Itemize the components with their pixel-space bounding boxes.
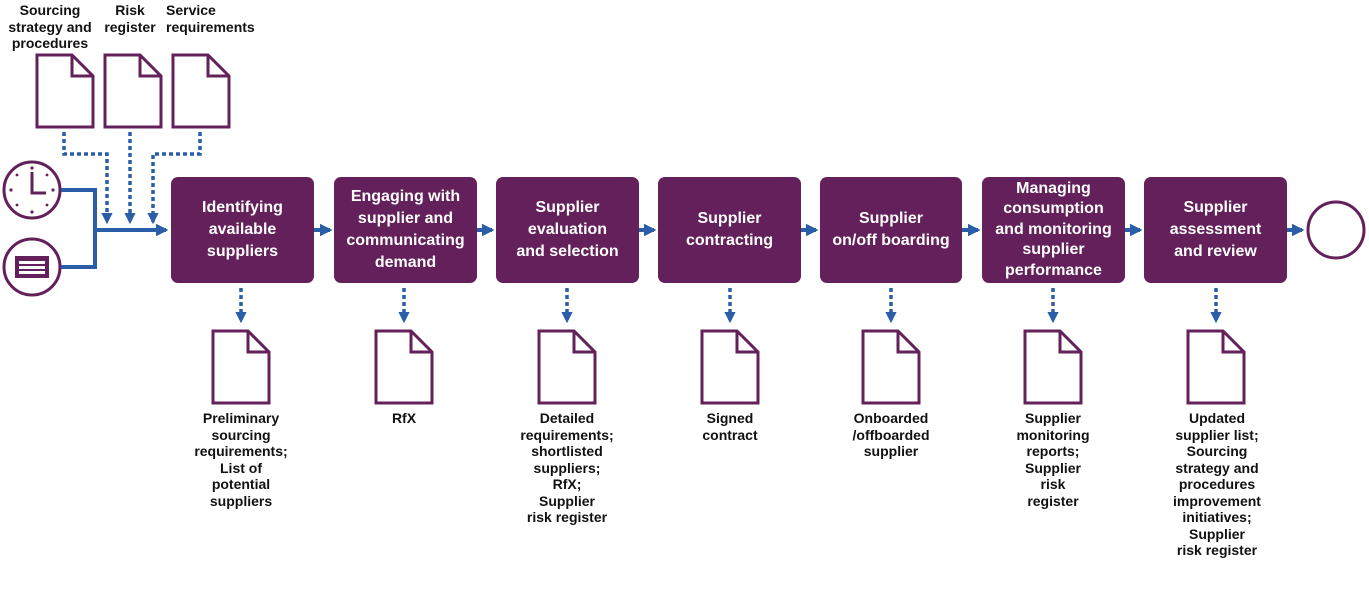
step-identifying-suppliers: Identifying available suppliers [171,177,314,283]
clock-icon [2,160,62,220]
output-document-icon [700,329,760,405]
output-label: Onboarded /offboarded supplier [852,410,930,459]
output-document-icon [211,329,271,405]
output-label: RfX [391,410,417,426]
input-document-icon [103,53,163,129]
input-label-service-requirements: Service requirements [166,2,255,35]
step-managing-consumption: Managing consumption and monitoring supp… [982,177,1125,283]
step-label: Engaging with supplier and communicating… [346,188,465,271]
step-label: Supplier evaluation and selection [516,199,619,260]
step-engaging-supplier: Engaging with supplier and communicating… [334,177,477,283]
output-document-icon [1023,329,1083,405]
step-label: Supplier assessment and review [1169,199,1262,260]
step-label: Managing consumption and monitoring supp… [995,179,1112,279]
input-document-icon [171,53,231,129]
output-document-icon [861,329,921,405]
output-label: Updated supplier list; Sourcing strategy… [1173,410,1261,558]
input-label-sourcing-strategy: Sourcing strategy and procedures [8,2,92,51]
output-label: Supplier monitoring reports; Supplier ri… [1016,410,1090,509]
output-label: Detailed requirements; shortlisted suppl… [520,410,614,525]
step-label: Supplier contracting [685,210,774,249]
step-label: Supplier on/off boarding [832,210,950,249]
output-document-icon [1186,329,1246,405]
trigger-connector [61,188,97,269]
document-list-icon [2,237,62,297]
step-label: Identifying available suppliers [202,199,283,260]
output-label: Preliminary sourcing requirements; List … [194,410,288,509]
input-arrow [62,132,113,225]
input-document-icon [35,53,95,129]
step-onboarding: Supplier on/off boarding [820,177,962,283]
output-document-icon [374,329,434,405]
input-label-risk-register: Risk register [104,2,156,35]
output-document-icon [537,329,597,405]
output-label: Signed contract [702,410,758,443]
input-arrow [147,132,202,225]
end-event [1306,200,1366,260]
step-assessment-review: Supplier assessment and review [1144,177,1287,283]
step-contracting: Supplier contracting [658,177,801,283]
step-evaluation-selection: Supplier evaluation and selection [496,177,639,283]
